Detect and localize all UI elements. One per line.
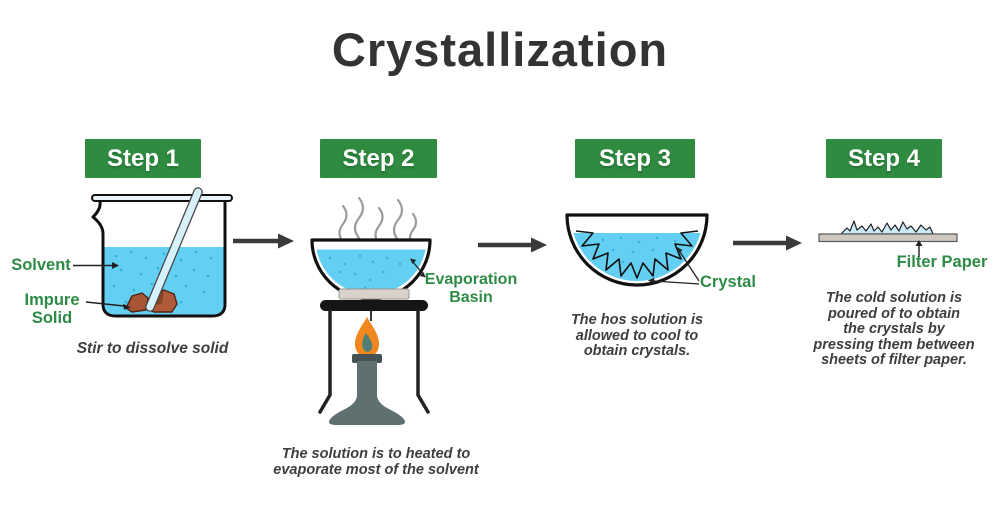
beaker-rim [91, 194, 233, 202]
burner-body [329, 361, 405, 425]
solvent-label: Solvent [11, 256, 71, 274]
cooling-basin-liquid [573, 233, 701, 282]
stand-left-leg [318, 309, 332, 414]
basin-speckles [328, 254, 402, 290]
stand-right-leg [416, 309, 430, 414]
liquid-speckles [112, 250, 213, 304]
heating-apparatus-illustration [310, 196, 432, 425]
gauze-plate [338, 288, 410, 300]
step-4-caption: The cold solution is poured of to obtain… [813, 290, 975, 368]
step3-to-step4-arrow [733, 235, 802, 251]
filter-paper-sheet [818, 233, 958, 243]
step-3-caption: The hos solution is allowed to cool to o… [570, 312, 704, 359]
step-2-caption: The solution is to heated to evaporate m… [273, 446, 479, 478]
page-title: Crystallization [331, 23, 669, 76]
step-2-badge: Step 2 [320, 139, 437, 178]
basin-liquid [316, 249, 426, 295]
stand-top-bar [320, 300, 428, 311]
crystals-on-paper [840, 220, 934, 235]
filter-paper-label: Filter Paper [896, 253, 988, 271]
burner-cap [352, 354, 382, 363]
step-4-badge: Step 4 [826, 139, 942, 178]
evaporation-basin-label: Evaporation Basin [424, 271, 518, 306]
step-1-caption: Stir to dissolve solid [76, 340, 229, 357]
crystal-label: Crystal [700, 273, 756, 291]
beaker-illustration [91, 187, 233, 318]
impure-solid-chunks [125, 289, 178, 313]
cooling-basin-illustration [565, 213, 709, 287]
flame-inner [362, 333, 373, 352]
filter-paper-illustration [818, 220, 958, 243]
step-3-badge: Step 3 [575, 139, 695, 178]
stirring-rod [145, 187, 203, 312]
step1-to-step2-arrow [233, 233, 294, 249]
impure-solid-label: Impure Solid [24, 291, 80, 327]
step-1-badge: Step 1 [85, 139, 201, 178]
